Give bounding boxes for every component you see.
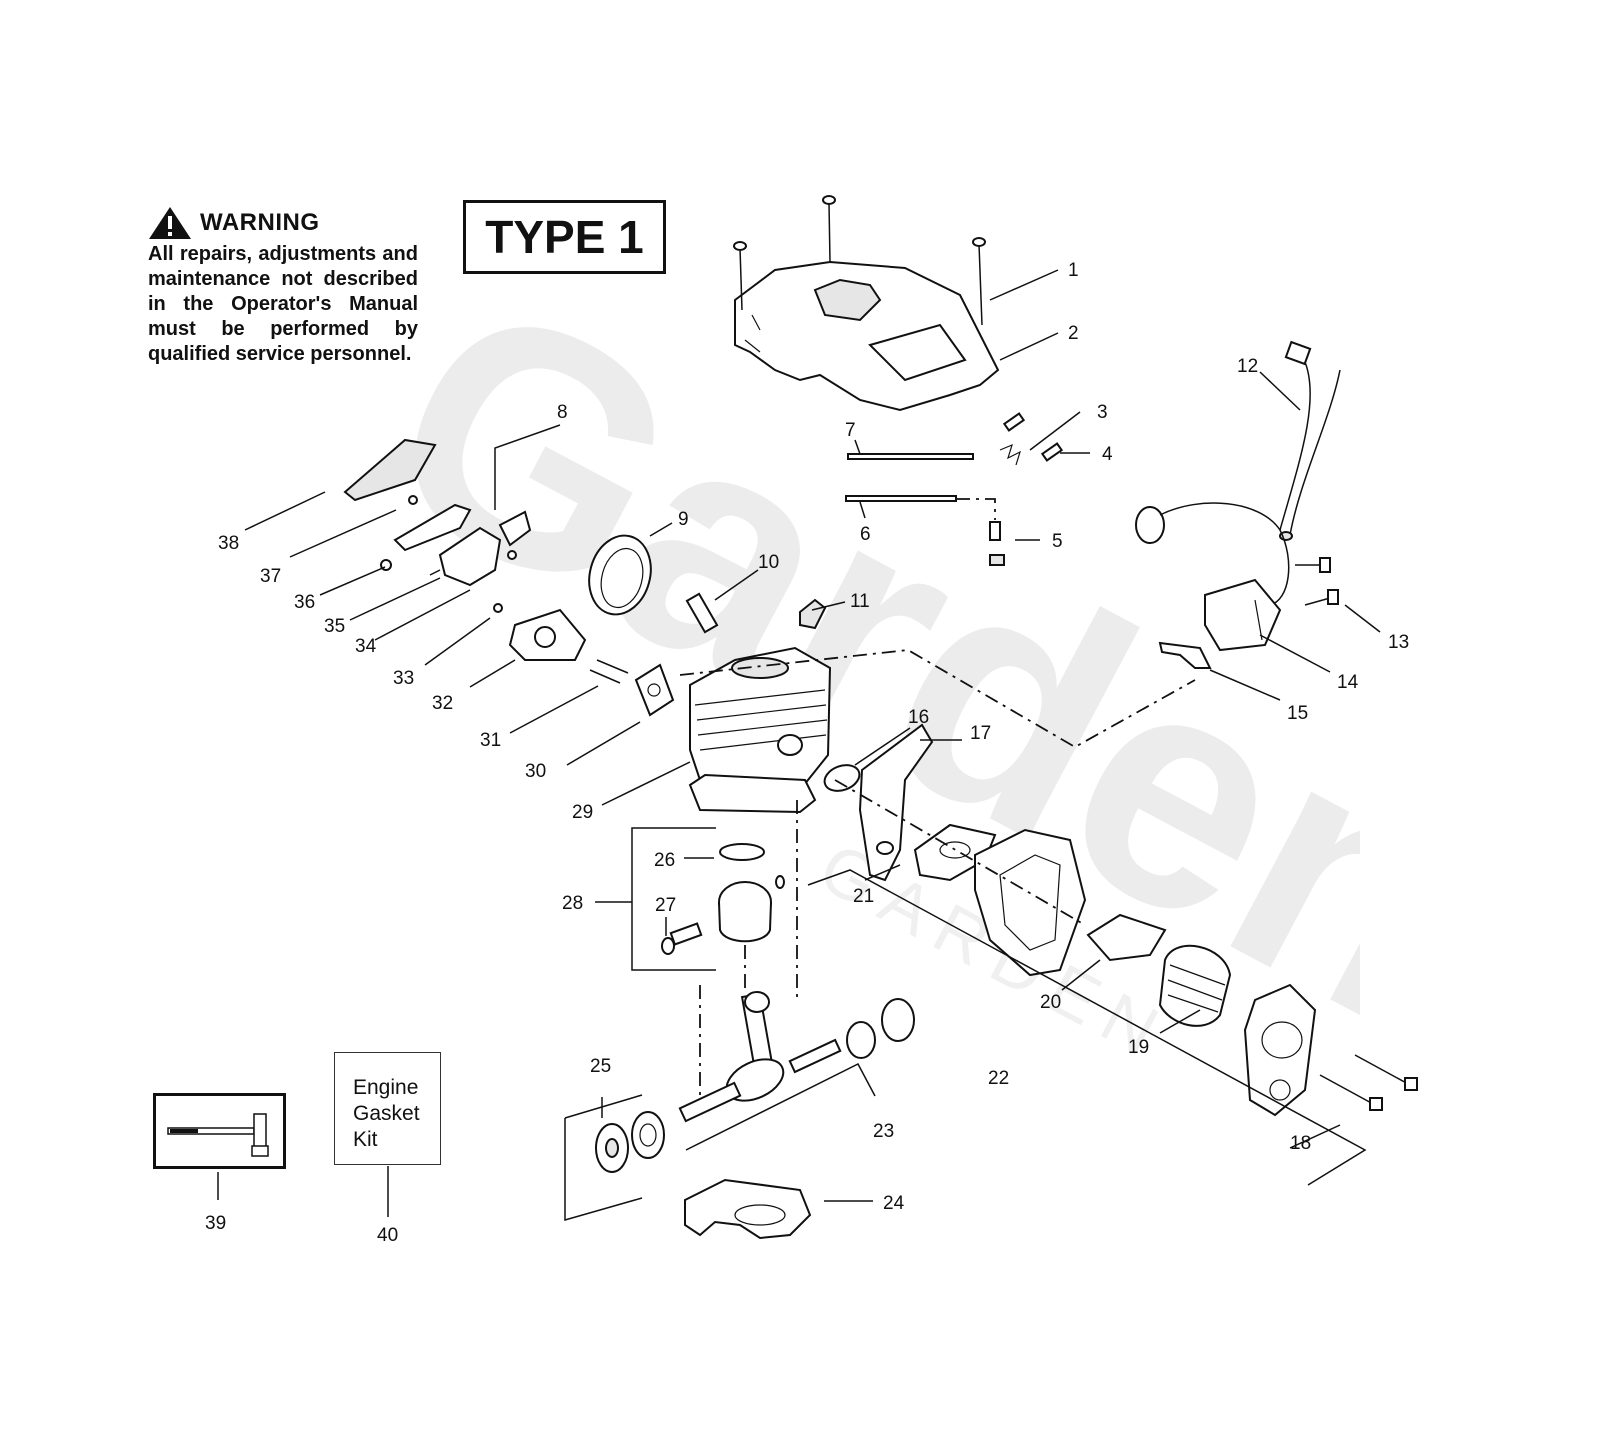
callout-10: 10 — [758, 552, 779, 573]
spring-clip-parts — [999, 412, 1064, 466]
callout-33: 33 — [393, 668, 414, 689]
warning-triangle-icon — [149, 207, 191, 239]
callout-19: 19 — [1128, 1037, 1149, 1058]
spark-plug — [685, 592, 827, 634]
warning-heading: WARNING — [148, 206, 418, 240]
callout-27: 27 — [655, 895, 676, 916]
crankcase-half — [684, 1178, 812, 1240]
callout-21: 21 — [853, 886, 874, 907]
callout-18: 18 — [1290, 1133, 1311, 1154]
top-cover-part — [734, 260, 1000, 412]
callout-1: 1 — [1068, 260, 1079, 281]
callout-31: 31 — [480, 730, 501, 751]
callout-16: 16 — [908, 707, 929, 728]
callout-30: 30 — [525, 761, 546, 782]
rods — [845, 453, 1005, 566]
crankshaft — [678, 991, 915, 1123]
callout-37: 37 — [260, 566, 281, 587]
kit-label-line-3: Kit — [353, 1128, 378, 1151]
alignment-line-muffler — [834, 779, 1086, 926]
callout-20: 20 — [1040, 992, 1061, 1013]
ignition-module — [1135, 340, 1341, 669]
callout-29: 29 — [572, 802, 593, 823]
callout-15: 15 — [1287, 703, 1308, 724]
callout-12: 12 — [1237, 356, 1258, 377]
kit-label-line-1: Engine — [353, 1076, 419, 1099]
callout-8: 8 — [557, 402, 568, 423]
kit-label-line-2: Gasket — [353, 1102, 420, 1125]
combination-wrench-icon — [167, 1113, 269, 1157]
cover-screws — [733, 195, 986, 326]
callout-34: 34 — [355, 636, 377, 657]
callout-26: 26 — [654, 850, 675, 871]
warning-block: WARNING All repairs, adjustments and mai… — [148, 206, 418, 367]
muffler-assembly — [823, 723, 1418, 1117]
alignment-line-ignition — [679, 649, 1196, 749]
piston-kit — [631, 827, 785, 971]
warning-text: All repairs, adjustments and maintenance… — [148, 243, 418, 365]
callout-9: 9 — [678, 509, 689, 530]
callout-5: 5 — [1052, 531, 1063, 552]
callout-17: 17 — [970, 723, 991, 744]
bearings — [595, 1111, 665, 1173]
callout-38: 38 — [218, 533, 239, 554]
callout-3: 3 — [1097, 402, 1108, 423]
callout-6: 6 — [860, 524, 871, 545]
callout-25: 25 — [590, 1056, 611, 1077]
callout-14: 14 — [1337, 672, 1359, 693]
tool-box — [153, 1093, 286, 1169]
callout-2: 2 — [1068, 323, 1079, 344]
intake-boot — [588, 534, 652, 616]
callout-32: 32 — [432, 693, 453, 714]
callout-35: 35 — [324, 616, 345, 637]
callout-24: 24 — [883, 1193, 905, 1214]
engine-gasket-kit-box: Engine Gasket Kit — [334, 1052, 441, 1165]
callout-28: 28 — [562, 893, 583, 914]
callout-labels: 1 2 3 4 5 6 7 8 9 10 11 12 13 14 15 16 1… — [205, 260, 1409, 1246]
warning-title: WARNING — [200, 209, 320, 236]
intake-gasket — [589, 659, 675, 717]
callout-36: 36 — [294, 592, 315, 613]
type-label: TYPE 1 — [485, 211, 644, 263]
type-label-box: TYPE 1 — [463, 200, 666, 274]
callout-40: 40 — [377, 1225, 398, 1246]
cylinder — [688, 646, 832, 814]
leader-lines — [217, 269, 1381, 1221]
callout-13: 13 — [1388, 632, 1409, 653]
callout-4: 4 — [1102, 444, 1113, 465]
callout-22: 22 — [988, 1068, 1009, 1089]
carburetor-assembly — [343, 438, 587, 661]
callout-39: 39 — [205, 1213, 226, 1234]
callout-23: 23 — [873, 1121, 894, 1142]
callout-11: 11 — [850, 591, 870, 612]
callout-7: 7 — [845, 420, 856, 441]
